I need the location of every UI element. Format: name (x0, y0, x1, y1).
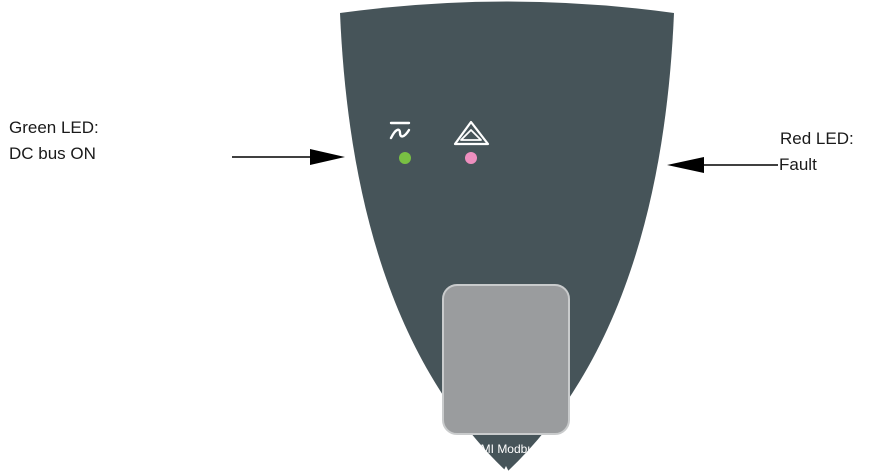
red-led-arrow (667, 157, 778, 173)
green-led (399, 152, 411, 164)
device-housing (340, 1, 674, 472)
red-led-description: Fault (779, 155, 817, 174)
green-led-description: DC bus ON (9, 144, 96, 163)
green-led-label: Green LED: (9, 118, 99, 137)
hmi-modbus-label: HMI Modbus (472, 442, 540, 456)
green-led-arrow (232, 149, 345, 165)
warning-triangle-icon (453, 120, 490, 146)
dc-bus-symbol-icon (389, 121, 411, 140)
port-indicator-notch (503, 466, 509, 472)
red-led-label: Red LED: (780, 129, 854, 148)
hmi-modbus-port (442, 284, 570, 435)
red-led (465, 152, 477, 164)
